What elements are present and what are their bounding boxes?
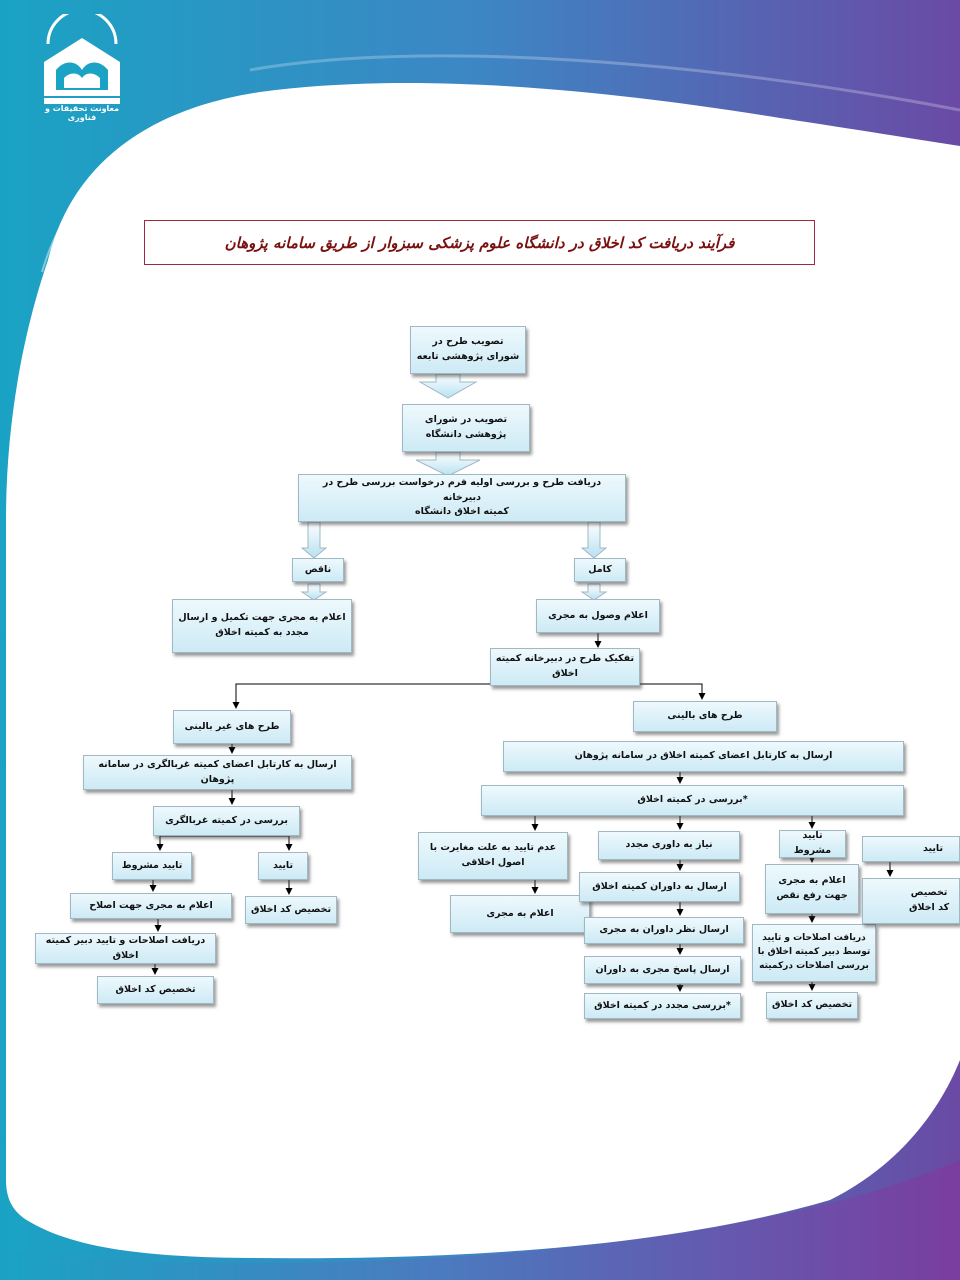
node-receive-fixes: دریافت اصلاحات و تایید دبیر کمیته اخلاق [35,933,216,964]
node-cond-receive: دریافت اصلاحات و تایید توسط دبیر کمیته ا… [752,924,876,982]
node-receive-initial-review: دریافت طرح و بررسی اولیه فرم درخواست برر… [298,474,626,522]
node-nonclinical-assign-code-b: تخصیص کد اخلاق [245,896,337,924]
logo-caption: معاونت تحقیقات و فناوری [44,104,120,122]
node-need-referee: نیاز به داوری مجدد [598,831,740,860]
node-approve-subcouncil: تصویب طرح در شورای پژوهشی تابعه [410,326,526,374]
node-incomplete: ناقص [292,558,344,582]
node-nonclinical-plans: طرح های غیر بالینی [173,710,291,744]
node-complete: کامل [574,558,626,582]
node-send-to-referees: ارسال به داوران کمیته اخلاق [579,872,740,902]
node-clinical-approve: تایید [862,836,960,862]
node-send-researcher-reply: ارسال پاسخ مجری به داوران [584,956,741,984]
node-reject-notify: اعلام به مجری [450,895,590,933]
node-send-referee-opinion: ارسال نظر داوران به مجری [584,917,744,944]
node-nonclinical-conditional: تایید مشروط [112,852,192,880]
node-nonclinical-approve: تایید [258,852,308,880]
node-separate-plans: تفکیک طرح در دبیرخانه کمیته اخلاق [490,648,640,686]
university-logo [44,14,120,104]
node-cond-assign-code: تخصیص کد اخلاق [766,992,858,1019]
node-clinical-conditional: تایید مشروط [779,830,846,858]
node-approve-assign-code: تخصیص کد اخلاق [862,878,960,924]
node-approve-university-council: تصویب در شورای پژوهشی دانشگاه [402,404,530,452]
node-screening-review: بررسی در کمیته غربالگری [153,806,300,836]
node-notify-to-complete: اعلام به مجری جهت تکمیل و ارسال مجدد به … [172,599,352,653]
node-notify-fix: اعلام به مجری جهت اصلاح [70,893,232,919]
node-clinical-plans: طرح های بالینی [633,701,777,732]
node-cond-notify: اعلام به مجری جهت رفع نقص [765,864,859,914]
node-nonclinical-assign-code-a: تخصیص کد اخلاق [97,976,214,1004]
node-reject-ethics: عدم تایید به علت مغایرت با اصول اخلاقی [418,832,568,880]
node-notify-receipt: اعلام وصول به مجری [536,599,660,633]
node-send-ethics-committee: ارسال به کارتابل اعضای کمیته اخلاق در سا… [503,741,904,772]
node-send-screening-committee: ارسال به کارتابل اعضای کمیته غربالگری در… [83,755,352,790]
node-ethics-review: *بررسی در کمیته اخلاق [481,785,904,816]
page-title: فرآیند دریافت کد اخلاق در دانشگاه علوم پ… [144,220,815,265]
node-re-review: *بررسی مجدد در کمیته اخلاق [584,993,741,1019]
